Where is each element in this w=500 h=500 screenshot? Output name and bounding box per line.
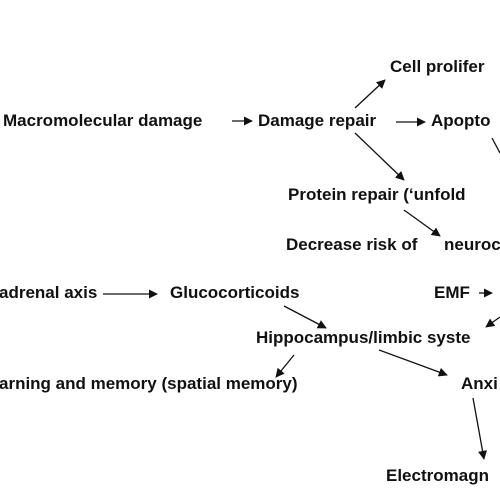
arrow-hippocampus-to-anxiety (378, 349, 448, 377)
node-anxiety: Anxi (461, 374, 498, 393)
arrow-protein-repair-to-neuro (403, 209, 441, 237)
arrow-glucocorticoids-to-hippocampus (283, 305, 327, 329)
node-hippocampus-limbic: Hippocampus/limbic syste (256, 328, 471, 347)
arrow-anxiety-to-electromagn (472, 397, 488, 460)
node-decrease-risk: Decrease risk of (286, 235, 418, 254)
node-damage-repair: Damage repair (258, 111, 377, 130)
node-protein-repair: Protein repair (‘unfold (288, 185, 466, 204)
node-emf: EMF (434, 283, 470, 302)
arrow-offscreen-to-hippocampus (485, 316, 500, 328)
arrow-damage-repair-to-protein-repair (354, 132, 405, 181)
node-learning-memory: arning and memory (spatial memory) (0, 374, 298, 393)
arrow-apoptosis-offscreen (491, 137, 500, 154)
node-electromagnetic: Electromagn (386, 466, 489, 485)
node-adrenal-axis: adrenal axis (0, 283, 98, 302)
node-cell-proliferation: Cell prolifer (390, 57, 485, 76)
node-apoptosis: Apopto (431, 111, 491, 130)
arrow-hippocampus-to-learning (275, 354, 295, 378)
node-glucocorticoids: Glucocorticoids (170, 283, 300, 302)
arrow-damage-repair-to-cell-prolif (354, 79, 386, 109)
node-macromolecular-damage: Macromolecular damage (3, 111, 203, 130)
node-neurodegenerative: neuroc (444, 235, 500, 254)
